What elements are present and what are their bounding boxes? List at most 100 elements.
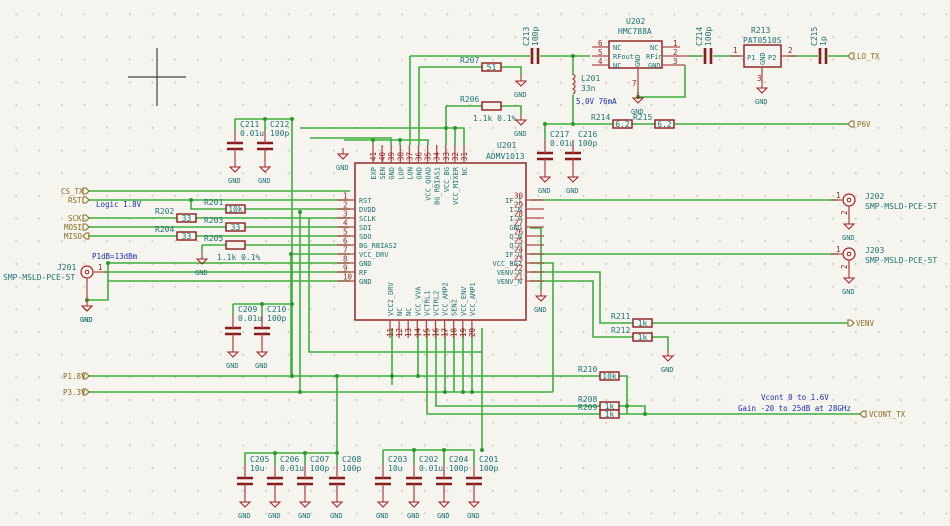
u201-pin-num: 14	[413, 327, 422, 337]
u202-value: HMC788A	[618, 27, 652, 36]
net-labels: CS_TX RST SCK MOSI MISO P1.8V P3.3V LO_T…	[61, 52, 906, 419]
gnd-symbol-icon: GND	[268, 496, 282, 520]
svg-text:1.1k 0.1%: 1.1k 0.1%	[473, 114, 517, 123]
u201-pin-name: VCC_QUAD	[425, 167, 433, 201]
ic-u201[interactable]: U201 ADMV1013 1RST2DVDD3SCLK4SDI5SDO6BG_…	[337, 141, 544, 338]
u201-pin-name: GND	[509, 224, 522, 232]
net-label-vcont-tx[interactable]: VCONT_TX	[869, 410, 906, 419]
svg-text:C210: C210	[267, 305, 286, 314]
r213-pin-num: 1	[733, 46, 738, 55]
u201-pin-name: I_N	[509, 206, 522, 214]
svg-text:GND: GND	[226, 362, 239, 370]
u201-pin-num: 6	[343, 237, 348, 246]
svg-text:R201: R201	[204, 198, 223, 207]
svg-text:33: 33	[231, 223, 241, 232]
u201-pin-num: 21	[514, 273, 523, 282]
u201-pin-num: 23	[514, 255, 523, 264]
svg-text:2: 2	[840, 210, 849, 215]
u201-pin-num: 15	[422, 328, 431, 337]
note-p1db: P1dB=13dBm	[92, 252, 138, 261]
u201-pin-name: VENV_P	[497, 269, 522, 277]
net-label-miso[interactable]: MISO	[64, 232, 83, 241]
u201-pin-name: Q_P	[509, 242, 522, 250]
svg-text:C209: C209	[238, 305, 257, 314]
gnd-symbol-icon: GND	[298, 496, 312, 520]
ic-u202[interactable]: U202 HMC788A 6 5 4 NC RFout NC NC RFin G…	[592, 17, 690, 92]
u201-pin-name: SDO	[359, 233, 372, 241]
u201-pin-name: VCC_ENV	[460, 286, 468, 316]
u201-pin-num: 37	[405, 152, 414, 161]
net-label-p6v[interactable]: P6V	[857, 120, 871, 129]
inductor-l201[interactable]: L201 33n	[571, 73, 600, 95]
u201-pin-name: BG_RBIAS2	[359, 242, 397, 250]
svg-text:GND: GND	[514, 130, 527, 138]
r213-ref: R213	[751, 26, 770, 35]
u201-pin-num: 1	[343, 192, 348, 201]
r213-pin-name: GND	[759, 52, 767, 65]
net-label-lo-tx[interactable]: LO_TX	[857, 52, 880, 61]
u202-pin-name: GND	[634, 54, 642, 67]
gnd-symbol-icon: GND	[842, 272, 856, 296]
svg-text:SMP-MSLD-PCE-5T: SMP-MSLD-PCE-5T	[3, 273, 75, 282]
net-label-venv[interactable]: VENV	[856, 319, 875, 328]
u201-pin-name: GND	[359, 260, 372, 268]
net-label-cs-tx[interactable]: CS_TX	[61, 187, 84, 196]
svg-text:0.01u: 0.01u	[419, 464, 443, 473]
net-label-mosi[interactable]: MOSI	[64, 223, 82, 232]
net-label-p1v8[interactable]: P1.8V	[63, 372, 86, 381]
svg-text:100p: 100p	[270, 129, 289, 138]
net-label-sck[interactable]: SCK	[68, 214, 82, 223]
svg-text:GND: GND	[238, 512, 251, 520]
u201-ref: U201	[497, 141, 516, 150]
net-label-p3v3[interactable]: P3.3V	[63, 388, 86, 397]
svg-text:0.01u: 0.01u	[280, 464, 304, 473]
gnd-symbol-icon: GND	[195, 253, 209, 277]
svg-text:C207: C207	[310, 455, 329, 464]
attenuator-r213[interactable]: R213 PAT0510S P1 P2 GND 1 2 3	[730, 26, 797, 83]
svg-text:100p: 100p	[704, 27, 713, 46]
gnd-symbol-icon: GND	[842, 218, 856, 242]
u201-pin-num: 18	[450, 327, 459, 337]
u201-pin-name: DVDD	[359, 206, 376, 214]
u201-pin-num: 31	[460, 152, 469, 161]
u201-pin-num: 36	[415, 151, 424, 161]
u201-pin-num: 20	[468, 327, 477, 337]
net-label-rst[interactable]: RST	[68, 196, 82, 205]
svg-text:GND: GND	[467, 512, 480, 520]
